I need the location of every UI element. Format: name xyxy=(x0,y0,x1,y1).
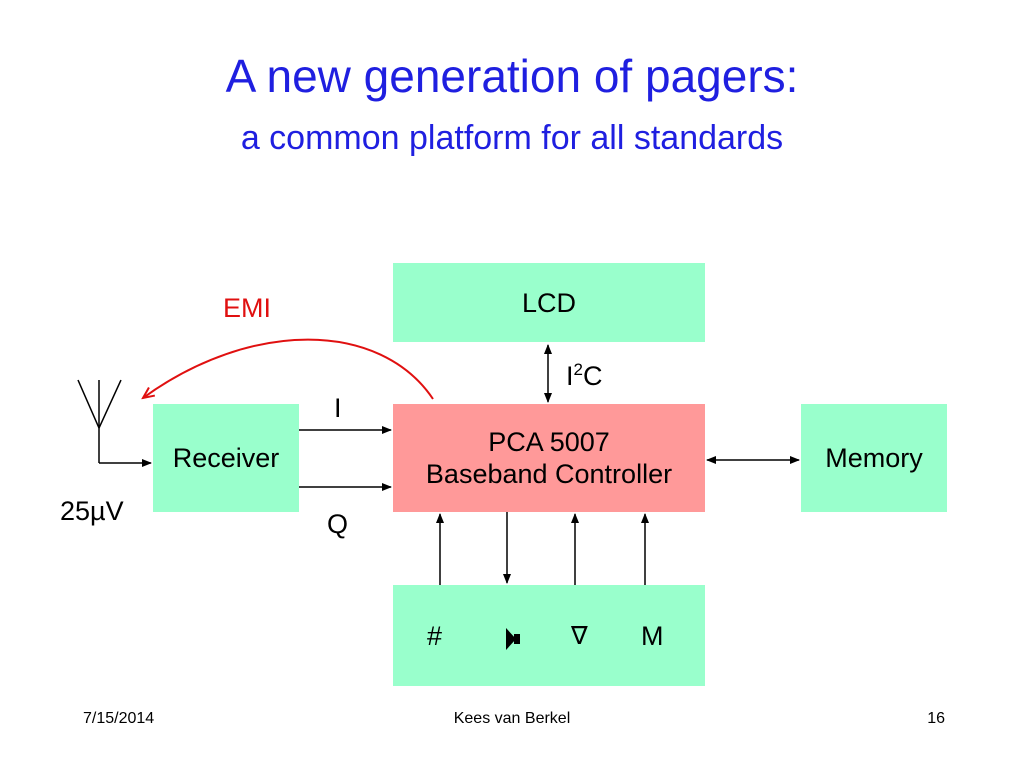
nabla-key-label: ∇ xyxy=(571,621,588,650)
slide-title: A new generation of pagers: xyxy=(225,50,799,102)
i2c-superscript: 2 xyxy=(573,360,583,379)
baseband-controller-block: PCA 5007 Baseband Controller xyxy=(393,404,705,512)
controller-name-label: Baseband Controller xyxy=(425,459,673,489)
i-signal-label: I xyxy=(334,393,342,423)
keypad-block xyxy=(393,585,705,686)
receiver-label: Receiver xyxy=(172,443,280,473)
page-number: 16 xyxy=(927,710,945,727)
speaker-icon xyxy=(506,628,520,650)
i2c-suffix: C xyxy=(582,361,603,391)
footer-author: Kees van Berkel xyxy=(453,710,571,727)
footer-date: 7/15/2014 xyxy=(83,710,155,727)
i2c-label: I2C xyxy=(566,360,602,392)
m-key-label: M xyxy=(641,621,664,651)
q-signal-label: Q xyxy=(327,509,349,539)
hash-key-label: # xyxy=(427,621,443,651)
controller-model-label: PCA 5007 xyxy=(488,427,610,457)
lcd-block: LCD xyxy=(393,263,705,342)
slide-subtitle: a common platform for all standards xyxy=(240,119,784,157)
sensitivity-label: 25µV xyxy=(60,496,124,526)
i2c-prefix: I xyxy=(566,361,574,391)
lcd-label: LCD xyxy=(521,287,576,318)
antenna-icon xyxy=(77,379,122,463)
emi-arrow xyxy=(143,338,434,400)
receiver-block: Receiver xyxy=(153,404,299,512)
emi-label: EMI xyxy=(223,293,272,323)
memory-block: Memory xyxy=(801,404,947,512)
memory-label: Memory xyxy=(825,443,923,473)
